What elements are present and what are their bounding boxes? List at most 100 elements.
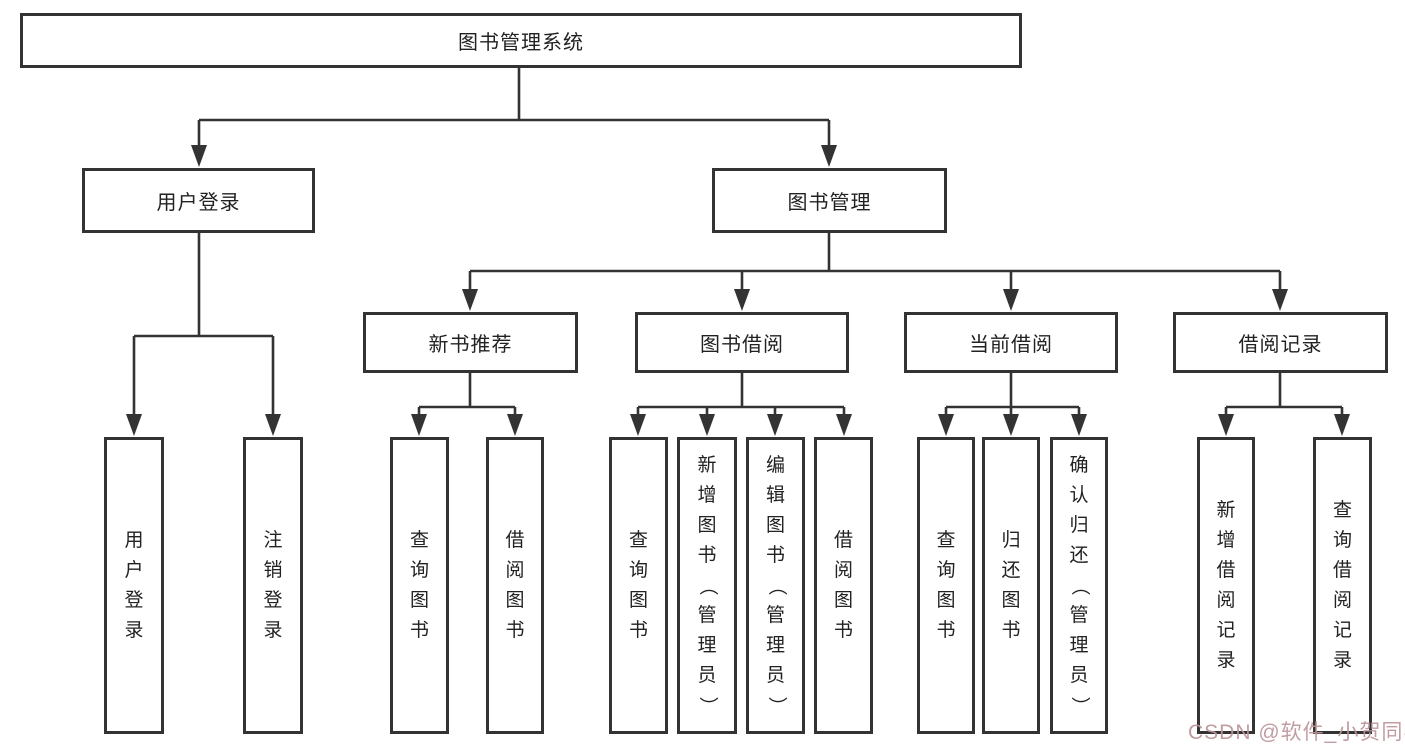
vertical-char: 认 bbox=[1069, 484, 1089, 506]
vertical-char: （ bbox=[697, 575, 718, 595]
vertical-char: 还 bbox=[1069, 544, 1089, 566]
vertical-char: 查 bbox=[628, 529, 648, 551]
vertical-char: 编 bbox=[765, 454, 785, 476]
node-current-borrow-label: 当前借阅 bbox=[969, 334, 1053, 356]
vertical-char: ） bbox=[765, 695, 787, 715]
leaf-confirm-return-admin: 确认归还 （ 管理员 ） bbox=[1050, 437, 1108, 734]
leaf-edit-books-admin: 编辑图书 （ 管理员 ） bbox=[746, 437, 805, 734]
vertical-char: 记 bbox=[1216, 619, 1236, 641]
vertical-char: 管 bbox=[765, 604, 785, 626]
vertical-char: 员 bbox=[765, 664, 785, 686]
vertical-char: 书 bbox=[409, 619, 429, 641]
vertical-char: 归 bbox=[1069, 514, 1089, 536]
node-book-borrow: 图书借阅 bbox=[635, 312, 849, 373]
connector-group3-to-leaves bbox=[944, 373, 1081, 417]
vertical-char: 员 bbox=[1069, 664, 1089, 686]
vertical-char: 书 bbox=[833, 619, 853, 641]
csdn-watermark: CSDN @软件_小贺同学 bbox=[1188, 721, 1405, 744]
vertical-char: 录 bbox=[1332, 649, 1352, 671]
vertical-char: 借 bbox=[1332, 559, 1352, 581]
vertical-char: 理 bbox=[697, 634, 717, 656]
vertical-char: 还 bbox=[1001, 559, 1021, 581]
vertical-char: 查 bbox=[409, 529, 429, 551]
vertical-char: 阅 bbox=[505, 559, 525, 581]
node-user-login: 用户登录 bbox=[82, 168, 315, 233]
node-new-book-recommend: 新书推荐 bbox=[363, 312, 578, 373]
node-book-borrow-label: 图书借阅 bbox=[700, 334, 784, 356]
leaf-logout: 注销登录 bbox=[243, 437, 303, 734]
leaf-return-books: 归还图书 bbox=[982, 437, 1040, 734]
vertical-char: 登 bbox=[124, 589, 144, 611]
connector-group4-to-leaves bbox=[1224, 373, 1344, 417]
vertical-char: 借 bbox=[833, 529, 853, 551]
leaf-user-login: 用户登录 bbox=[104, 437, 164, 734]
vertical-char: 理 bbox=[765, 634, 785, 656]
node-root-label: 图书管理系统 bbox=[458, 32, 584, 54]
leaf-add-books-admin: 新增图书（管理员） bbox=[677, 437, 737, 734]
vertical-char: 询 bbox=[1332, 529, 1352, 551]
vertical-char: 询 bbox=[628, 559, 648, 581]
vertical-char: 书 bbox=[765, 544, 785, 566]
vertical-char: 书 bbox=[1001, 619, 1021, 641]
vertical-char: ） bbox=[1069, 695, 1090, 715]
vertical-char: 录 bbox=[1216, 649, 1236, 671]
vertical-char: 图 bbox=[765, 514, 785, 536]
vertical-char: 图 bbox=[628, 589, 648, 611]
leaf-query-books-2: 查询图书 bbox=[609, 437, 668, 734]
vertical-char: 书 bbox=[697, 544, 717, 566]
vertical-char: 阅 bbox=[833, 559, 853, 581]
vertical-char: 询 bbox=[409, 559, 429, 581]
vertical-char: 管 bbox=[1069, 604, 1089, 626]
vertical-char: 辑 bbox=[765, 484, 785, 506]
vertical-char: 查 bbox=[1332, 499, 1352, 521]
connector-bookmgmt-to-level3 bbox=[468, 233, 1282, 292]
leaf-query-books-1: 查询图书 bbox=[390, 437, 449, 734]
vertical-char: 管 bbox=[697, 604, 717, 626]
vertical-char: （ bbox=[1069, 575, 1090, 595]
vertical-char: 记 bbox=[1332, 619, 1352, 641]
vertical-char: 图 bbox=[409, 589, 429, 611]
node-book-management-label: 图书管理 bbox=[787, 192, 872, 214]
vertical-char: 录 bbox=[263, 619, 283, 641]
vertical-char: 书 bbox=[505, 619, 525, 641]
node-borrow-records: 借阅记录 bbox=[1173, 312, 1388, 373]
vertical-char: 确 bbox=[1069, 454, 1089, 476]
vertical-char: ） bbox=[697, 695, 718, 715]
vertical-char: 归 bbox=[1001, 529, 1021, 551]
node-user-login-label: 用户登录 bbox=[156, 192, 241, 214]
vertical-char: 图 bbox=[833, 589, 853, 611]
vertical-char: 登 bbox=[263, 589, 283, 611]
vertical-char: 阅 bbox=[1332, 589, 1352, 611]
vertical-char: 用 bbox=[124, 529, 144, 551]
vertical-char: 书 bbox=[628, 619, 648, 641]
vertical-char: 增 bbox=[697, 484, 717, 506]
vertical-char: 查 bbox=[936, 529, 956, 551]
connector-root-to-level2 bbox=[197, 67, 831, 148]
leaf-add-borrow-record: 新增借阅记录 bbox=[1197, 437, 1255, 734]
leaf-query-books-3: 查询图书 bbox=[917, 437, 975, 734]
vertical-char: 书 bbox=[936, 619, 956, 641]
vertical-char: 新 bbox=[697, 454, 717, 476]
vertical-char: （ bbox=[765, 575, 787, 595]
node-book-management: 图书管理 bbox=[712, 168, 947, 233]
vertical-char: 户 bbox=[124, 559, 144, 581]
connector-userlogin-to-leaves bbox=[132, 233, 275, 417]
leaf-borrow-books-1: 借阅图书 bbox=[486, 437, 544, 734]
node-new-book-recommend-label: 新书推荐 bbox=[428, 334, 513, 356]
connector-group2-to-leaves bbox=[636, 373, 846, 417]
leaf-query-borrow-record: 查询借阅记录 bbox=[1313, 437, 1372, 734]
leaf-borrow-books-2: 借阅图书 bbox=[814, 437, 873, 734]
vertical-char: 注 bbox=[263, 529, 283, 551]
vertical-char: 销 bbox=[263, 559, 283, 581]
connector-group1-to-leaves bbox=[417, 373, 517, 417]
vertical-char: 理 bbox=[1069, 634, 1089, 656]
node-root-system: 图书管理系统 bbox=[20, 13, 1022, 68]
vertical-char: 增 bbox=[1216, 529, 1236, 551]
vertical-char: 借 bbox=[1216, 559, 1236, 581]
vertical-char: 询 bbox=[936, 559, 956, 581]
vertical-char: 图 bbox=[936, 589, 956, 611]
vertical-char: 新 bbox=[1216, 499, 1236, 521]
vertical-char: 图 bbox=[505, 589, 525, 611]
vertical-char: 录 bbox=[124, 619, 144, 641]
